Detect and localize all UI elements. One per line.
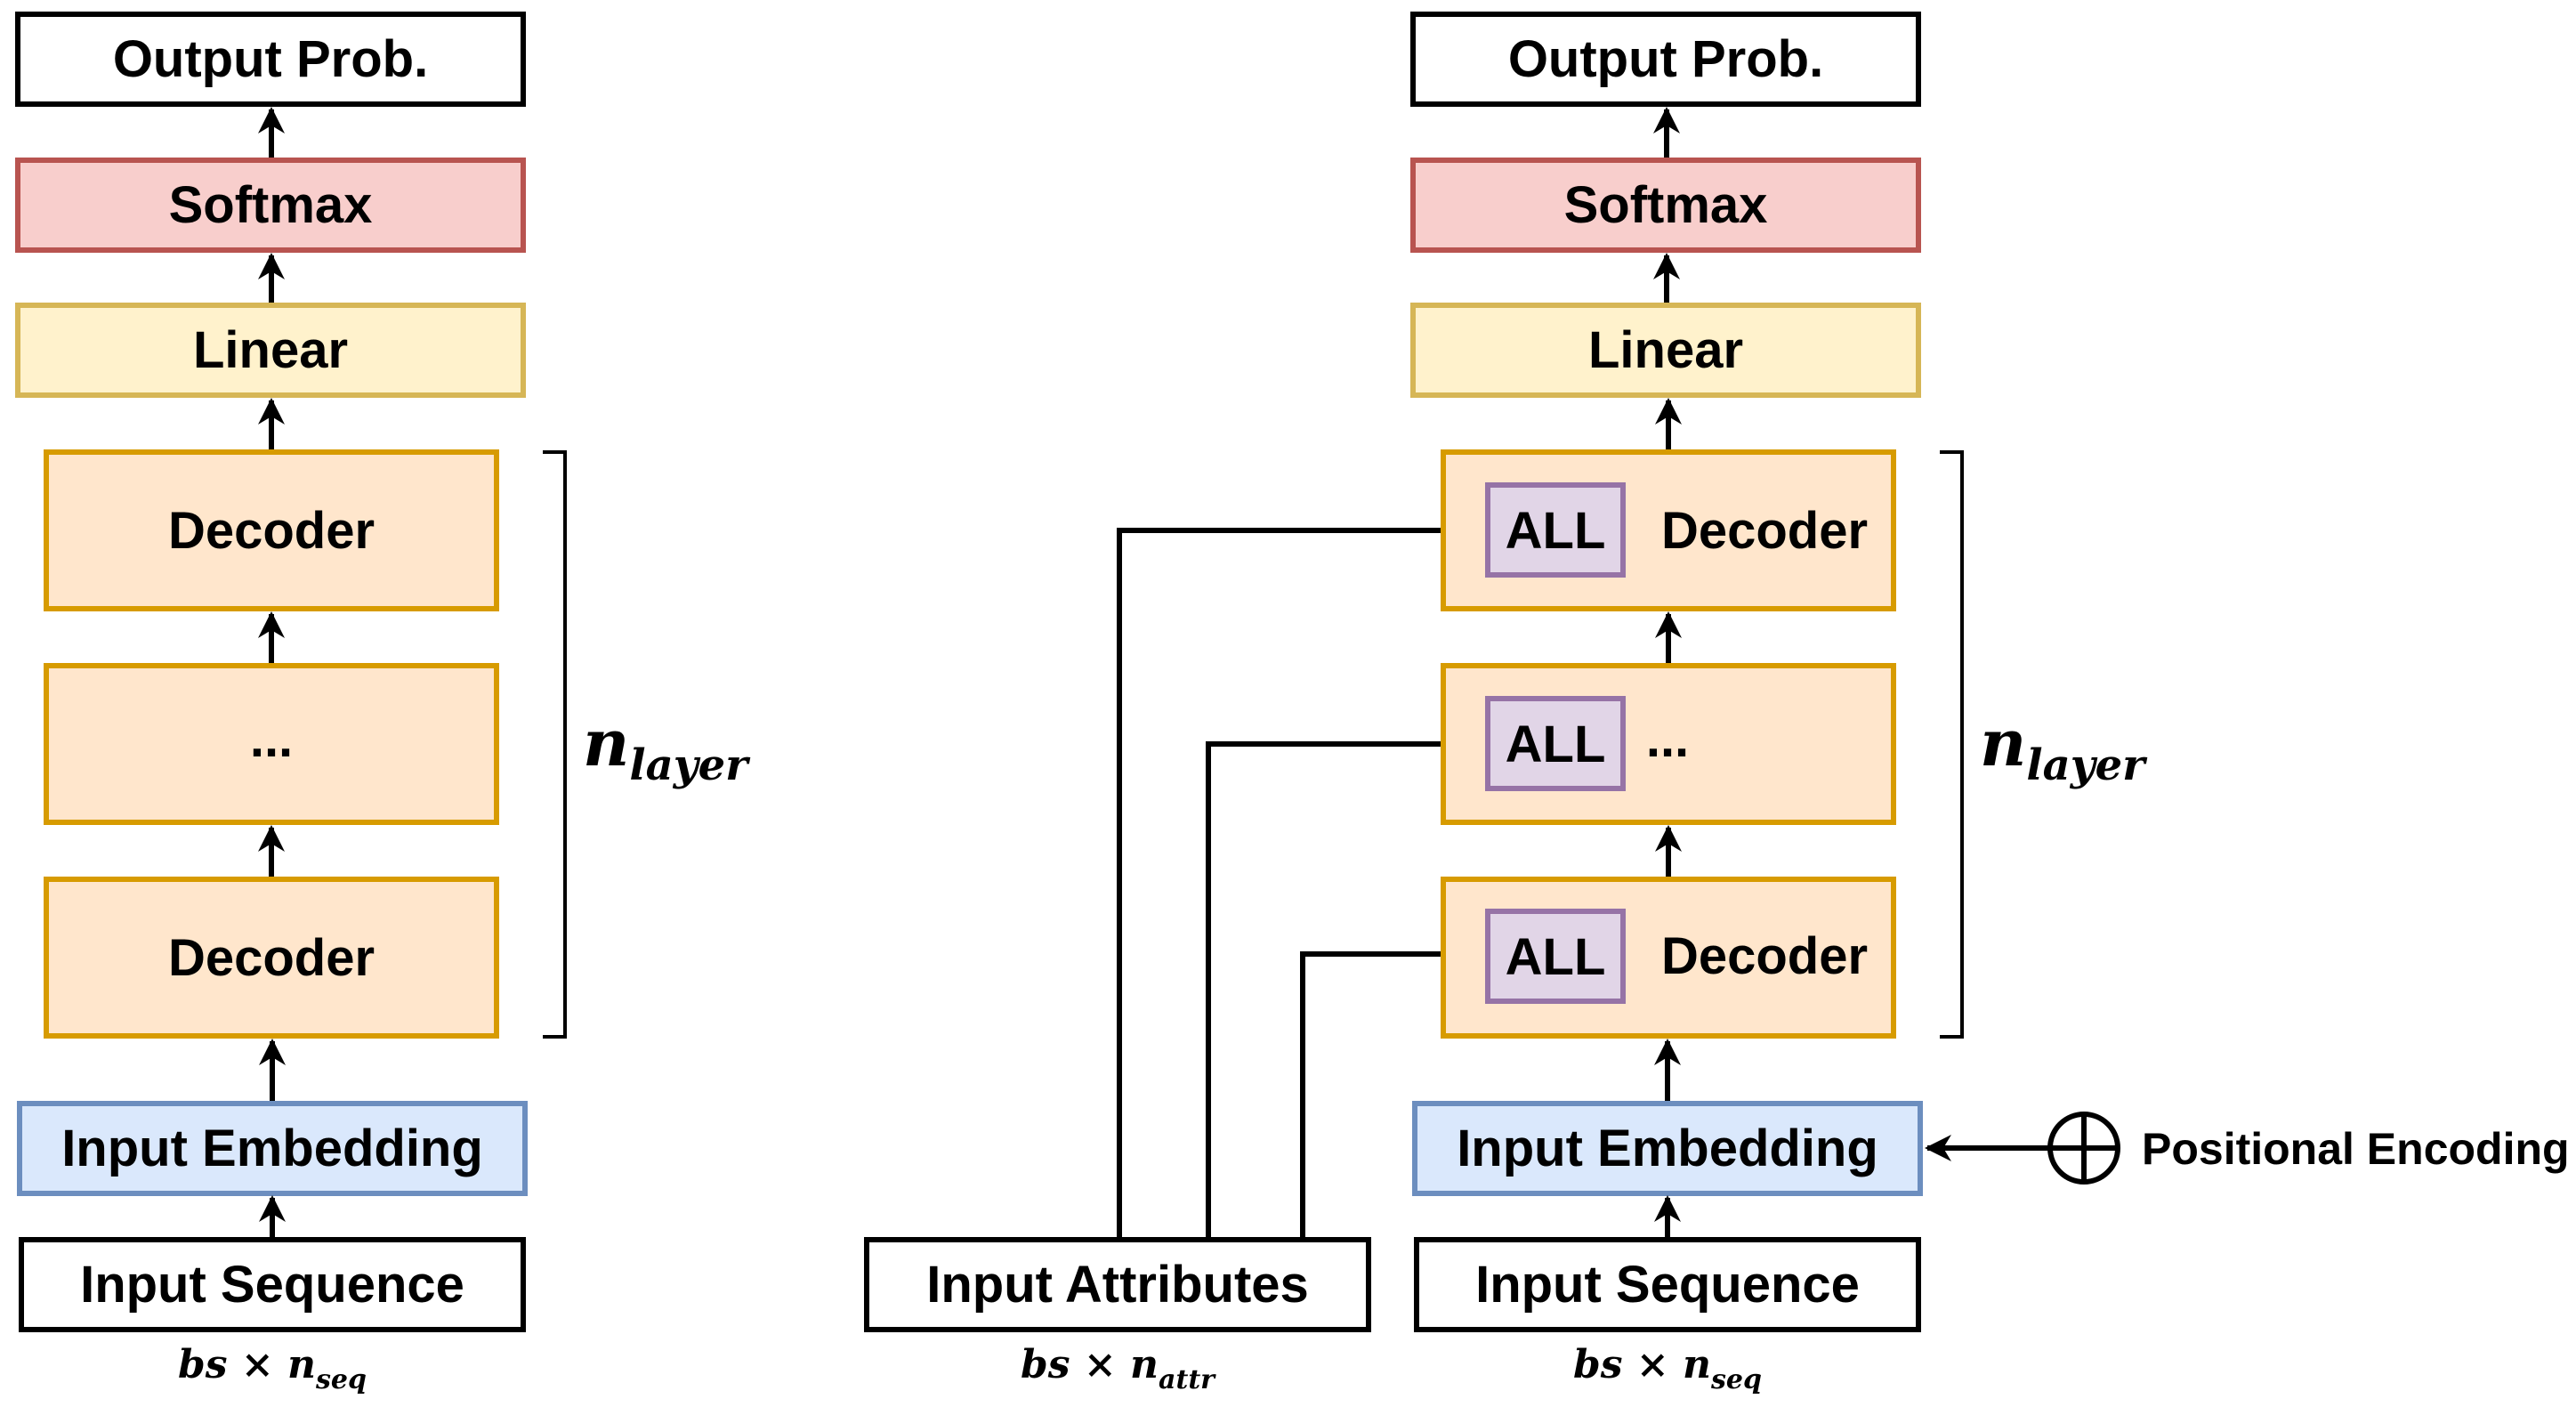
right-embedding-box <box>1412 1101 1923 1196</box>
right-all-mid-label: ALL <box>1506 716 1606 773</box>
positional-encoding-label: Positional Encoding <box>2142 1124 2570 1174</box>
left-decoder-bottom-label: Decoder <box>168 929 375 987</box>
right-dimension-label: bs × nseq <box>1573 1342 1762 1395</box>
right-layer-bracket <box>1940 450 1964 1039</box>
attributes-arrow-to-all-top <box>1117 517 1483 1237</box>
left-layer-label: nlayer <box>583 705 751 790</box>
right-linear-box <box>1410 303 1921 398</box>
right-softmax-label: Softmax <box>1564 176 1768 234</box>
attributes-dimension-label: bs × nattr <box>1021 1342 1216 1395</box>
right-all-mid-box <box>1485 696 1626 791</box>
left-dimension-label: bs × nseq <box>178 1342 367 1395</box>
right-input-box <box>1414 1237 1921 1332</box>
attributes-input-label: Input Attributes <box>926 1256 1309 1314</box>
right-all-top-label: ALL <box>1506 502 1606 560</box>
right-architecture: Output Prob. Softmax Linear ALL Decoder … <box>1410 12 2570 1395</box>
left-embedding-box <box>17 1101 528 1196</box>
left-decoder-mid-box <box>44 663 499 825</box>
left-layer-bracket <box>543 450 567 1039</box>
right-output-box <box>1410 12 1921 107</box>
left-input-label: Input Sequence <box>80 1256 464 1314</box>
left-output-box <box>15 12 526 107</box>
right-output-label: Output Prob. <box>1508 30 1823 88</box>
left-input-box <box>19 1237 526 1332</box>
right-linear-label: Linear <box>1588 321 1743 379</box>
right-all-bottom-box <box>1485 909 1626 1004</box>
left-decoder-mid-label: ... <box>250 710 293 768</box>
left-softmax-box <box>15 158 526 253</box>
left-decoder-top-box <box>44 449 499 611</box>
right-all-bottom-label: ALL <box>1506 928 1606 986</box>
left-linear-label: Linear <box>193 321 348 379</box>
right-all-top-box <box>1485 482 1626 578</box>
left-output-label: Output Prob. <box>113 30 428 88</box>
right-softmax-box <box>1410 158 1921 253</box>
attributes-block: Input Attributes bs × nattr <box>864 517 1483 1395</box>
right-decoder-top-label: Decoder <box>1661 502 1868 560</box>
left-decoder-top-label: Decoder <box>168 502 375 560</box>
attributes-arrow-to-all-bottom <box>1300 941 1483 1237</box>
left-architecture: Output Prob. Softmax Linear Decoder ... … <box>15 12 751 1395</box>
right-embedding-label: Input Embedding <box>1457 1120 1878 1177</box>
left-embedding-label: Input Embedding <box>61 1120 483 1177</box>
right-decoder-mid-label: ... <box>1646 710 1689 768</box>
attributes-arrow-to-all-mid <box>1206 731 1483 1237</box>
left-softmax-label: Softmax <box>169 176 373 234</box>
left-linear-box <box>15 303 526 398</box>
right-decoder-bottom-label: Decoder <box>1661 927 1868 985</box>
right-input-label: Input Sequence <box>1475 1256 1860 1314</box>
attributes-input-box <box>864 1237 1371 1332</box>
left-decoder-bottom-box <box>44 877 499 1039</box>
right-layer-label: nlayer <box>1980 705 2148 790</box>
